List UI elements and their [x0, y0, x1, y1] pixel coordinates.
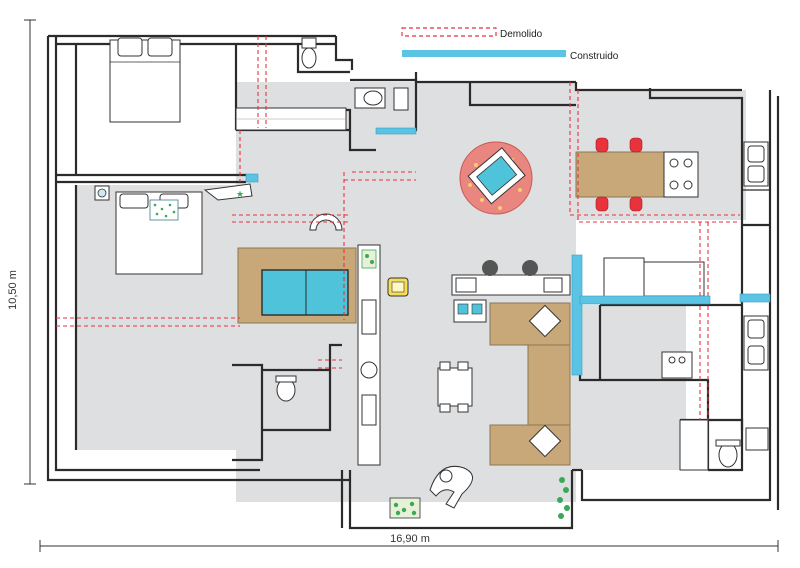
- yellow-armchair: [387, 277, 409, 297]
- demolished-walls: [56, 36, 740, 420]
- legend-demolished-label: Demolido: [500, 29, 543, 40]
- plant-shelf: [357, 244, 381, 466]
- legend-built-label: Construido: [570, 51, 619, 62]
- lounge-chair: [429, 465, 473, 509]
- legend: Demolido Construido: [401, 27, 619, 62]
- dining-area: [575, 137, 699, 212]
- right-fixtures: [743, 141, 769, 371]
- bathroom-left: [275, 375, 297, 402]
- dimension-lines: 10,50 m 16,90 m: [7, 19, 779, 552]
- height-dimension-label: 10,50 m: [7, 270, 19, 310]
- legend-built-swatch: [402, 50, 566, 57]
- ottoman: [437, 361, 473, 413]
- kitchen-bar: [451, 260, 571, 323]
- width-dimension-label: 16,90 m: [390, 533, 430, 545]
- outer-walls: [46, 34, 780, 530]
- kitchen-right: [603, 257, 769, 471]
- bathroom-top: [301, 37, 409, 111]
- legend-demolished-swatch: [401, 27, 497, 37]
- svg-text:★: ★: [236, 190, 244, 200]
- rug-armchair: [459, 141, 533, 215]
- bedroom-middle: ★: [94, 183, 253, 275]
- bedroom-top: [109, 37, 347, 131]
- pool-area: [237, 247, 357, 324]
- bottom-planter: [389, 477, 570, 519]
- built-walls: [245, 127, 771, 376]
- round-chair: [309, 213, 343, 231]
- sofa: [489, 302, 571, 466]
